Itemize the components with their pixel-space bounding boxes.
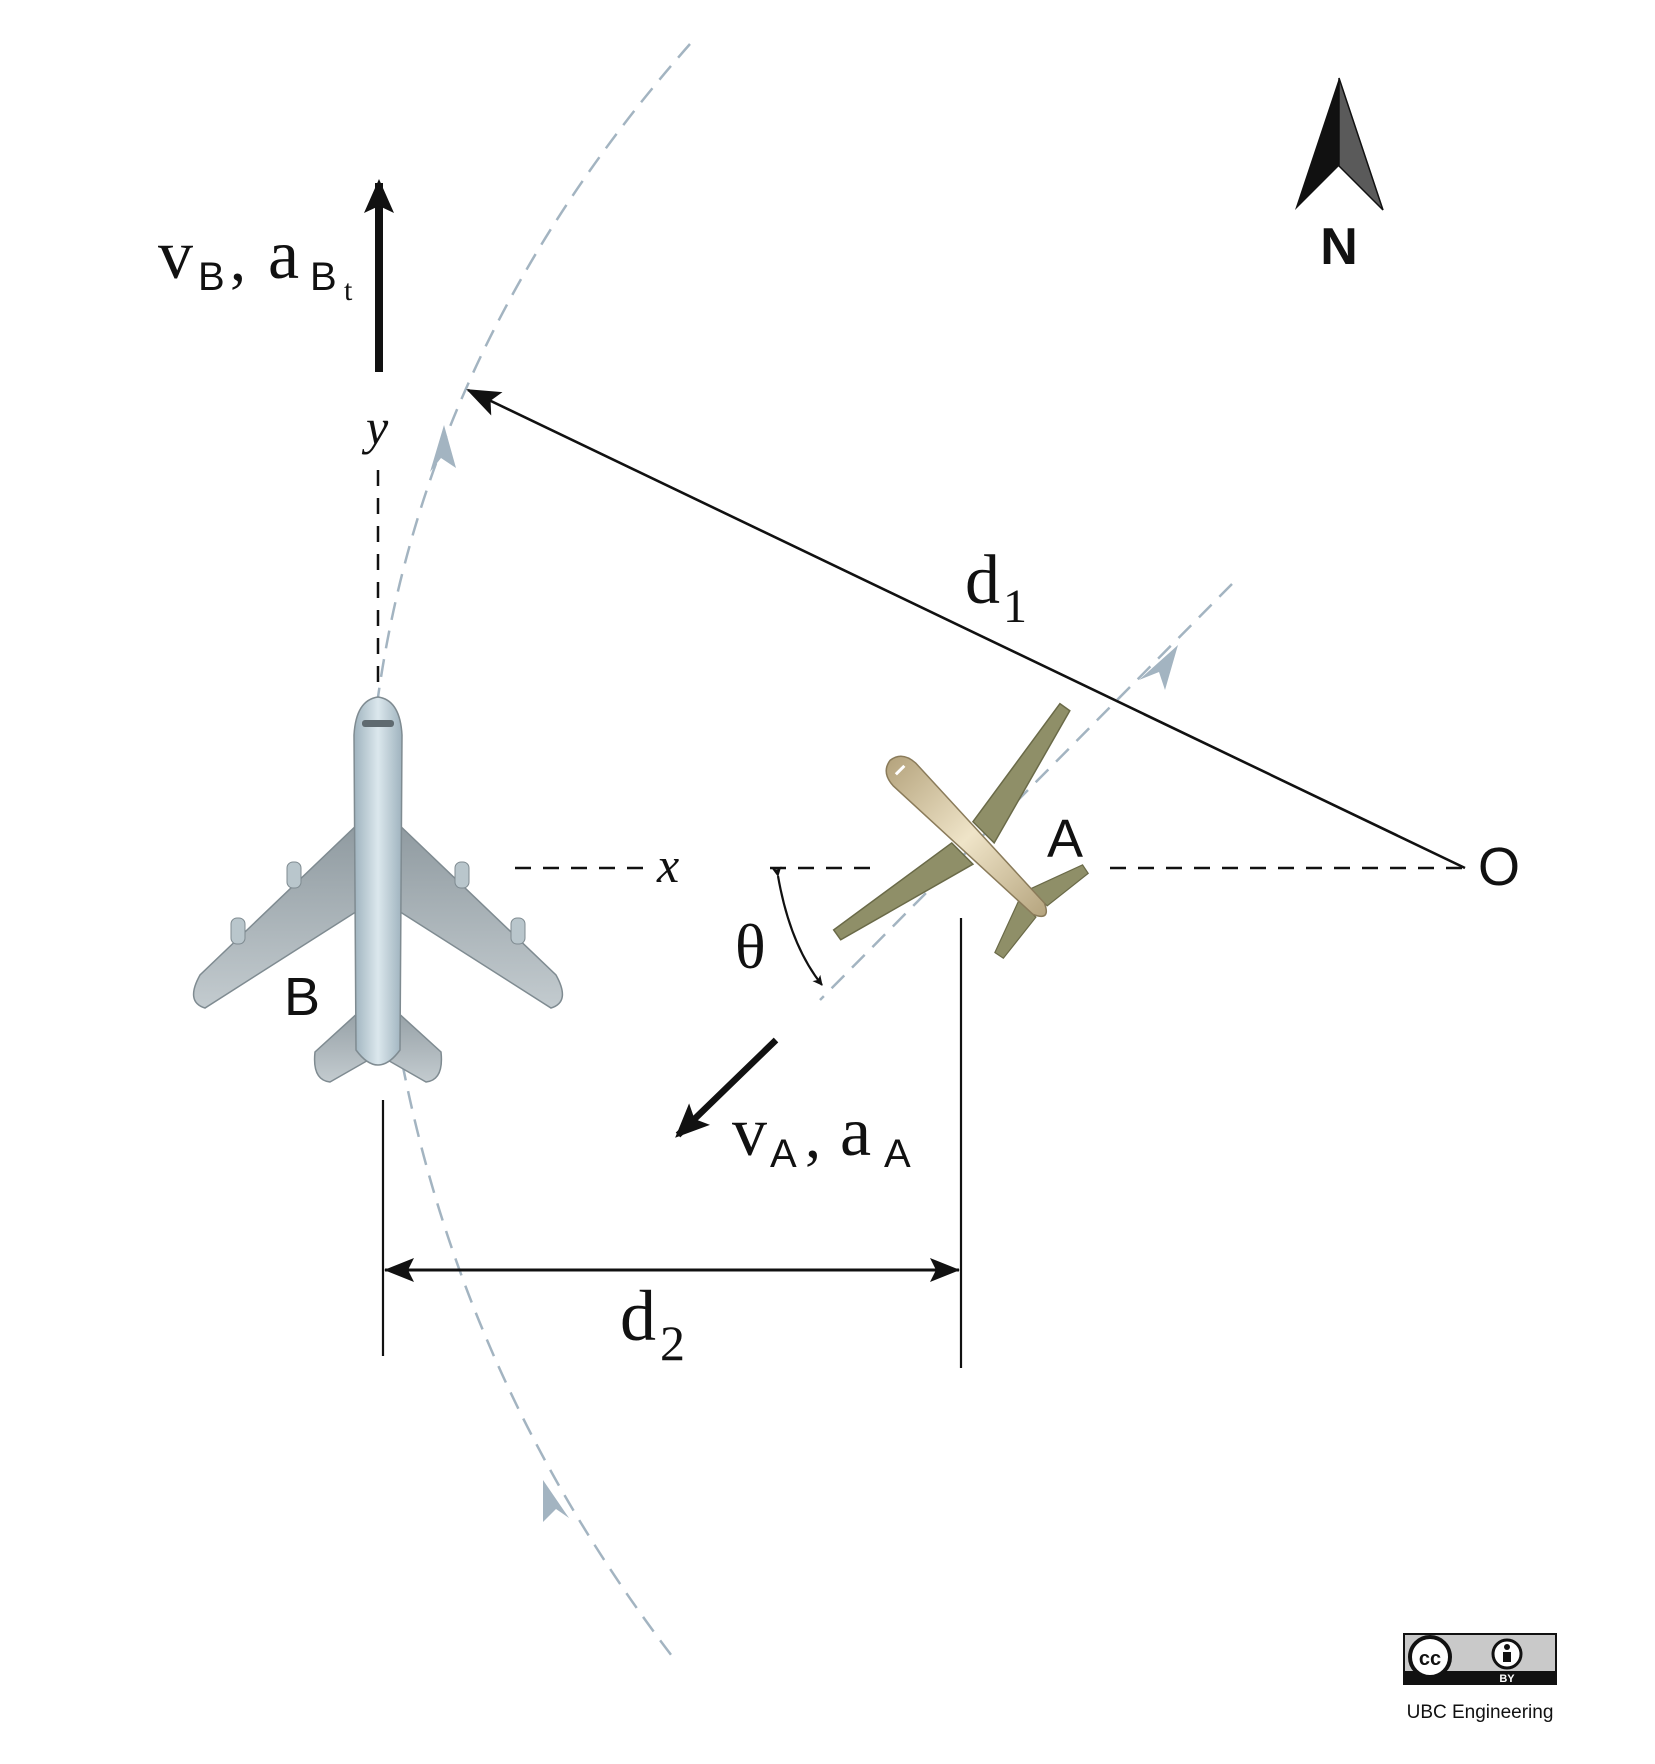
north-arrow-icon (1295, 77, 1384, 211)
ab-subscript: B (310, 255, 337, 299)
license-by: BY (1499, 1673, 1515, 1685)
d1-label: d (965, 542, 1000, 619)
creative-commons-icon (1408, 1635, 1452, 1679)
ab-sub-subscript: t (344, 274, 353, 307)
license-badge: cc BY (1403, 1633, 1557, 1685)
ab-label: a (268, 217, 299, 294)
cc-mark: cc (1419, 1648, 1441, 1670)
path-direction-arrow-lower (543, 1480, 569, 1522)
va-comma: , (805, 1100, 821, 1171)
path-direction-arrow-upper (430, 425, 456, 472)
theta-angle-arc (771, 866, 823, 986)
velocity-a-arrow (675, 1037, 779, 1138)
aa-subscript: A (884, 1132, 911, 1176)
va-subscript: A (770, 1132, 797, 1176)
north-label: N (1320, 218, 1358, 276)
va-label: v (732, 1094, 767, 1171)
y-axis-label: y (361, 399, 389, 455)
license-credit: UBC Engineering (1407, 1702, 1554, 1723)
x-axis-label: x (656, 837, 679, 893)
d1-subscript: 1 (1003, 580, 1027, 633)
flight-path-b (373, 43, 691, 1661)
theta-label: θ (735, 911, 766, 982)
flight-path-a (819, 583, 1233, 1001)
airplane-a-icon (832, 702, 1090, 960)
d2-subscript: 2 (660, 1315, 685, 1371)
plane-b-label: B (284, 967, 320, 1027)
vb-subscript: B (198, 255, 225, 299)
origin-label: O (1478, 837, 1520, 897)
path-direction-arrow-a (1139, 645, 1178, 690)
d1-position-arrow (466, 388, 1466, 870)
airplane-b-icon (192, 696, 564, 1083)
d2-label: d (620, 1276, 656, 1356)
vb-label: v (158, 217, 193, 294)
attribution-person-icon (1491, 1638, 1523, 1670)
vb-comma: , (230, 223, 246, 294)
plane-a-label: A (1047, 809, 1083, 869)
aa-label: a (840, 1094, 871, 1171)
